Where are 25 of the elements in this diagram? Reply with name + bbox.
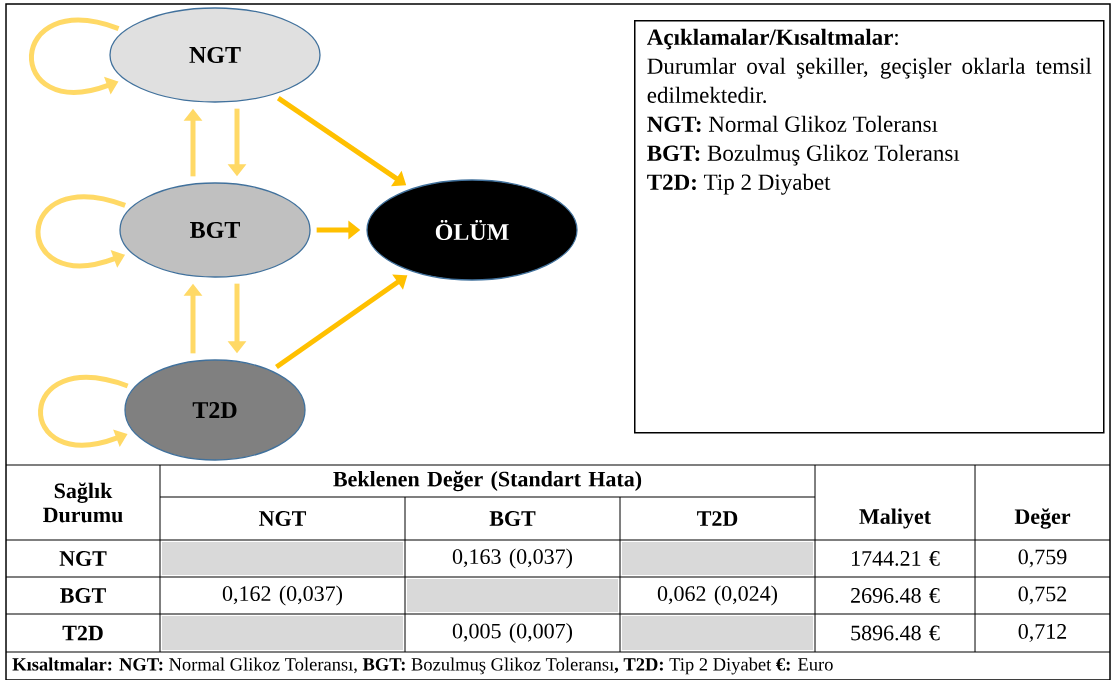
- block-arrow: [38, 375, 129, 448]
- table-cell: 5896.48 €: [851, 625, 940, 641]
- header-cell: BGT: [489, 511, 536, 526]
- table-cell: 0,162 (0,037): [222, 585, 343, 606]
- row-header: BGT: [60, 588, 106, 603]
- table-cell: 0,712: [1018, 624, 1067, 642]
- header-cell: Değer: [1014, 508, 1071, 529]
- table-cell: 0,759: [1018, 549, 1067, 568]
- header-cell: NGT: [259, 511, 306, 526]
- table-cell: 0,005 (0,007): [452, 623, 573, 643]
- header-cell: Beklenen Değer (Standart Hata): [333, 470, 642, 492]
- table-cell: 1744.21 €: [852, 551, 940, 566]
- row-header: NGT: [59, 551, 107, 566]
- table-cell: 0,752: [1018, 586, 1067, 605]
- footnote: Kısaltmalar: NGT: Normal Glikoz Toleransı, BGT: Bozulmuş Glikoz Toleransı, T2D: Tip 2 Diyabet €: Euro: [12, 657, 833, 675]
- table-cell: 0,062 (0,024): [657, 585, 778, 606]
- block-arrow: [35, 194, 126, 268]
- table-cell: 2696.48 €: [851, 588, 940, 603]
- table-cell: 0,163 (0,037): [452, 548, 573, 569]
- legend-box: Açıklamalar/Kısaltmalar: Durumlar oval şekiller, geçişler oklarla temsil edilmektedir. NGT: Normal Glikoz Toleransı BGT: Bozulmuş Glikoz Toleransı T2D: Tip 2 Diyabet: [634, 20, 1105, 434]
- header-cell: Sağlık Durumu: [43, 482, 123, 523]
- block-arrow: [29, 18, 120, 95]
- row-header: T2D: [62, 625, 103, 641]
- header-cell: Maliyet: [859, 508, 931, 529]
- header-cell: T2D: [697, 511, 738, 526]
